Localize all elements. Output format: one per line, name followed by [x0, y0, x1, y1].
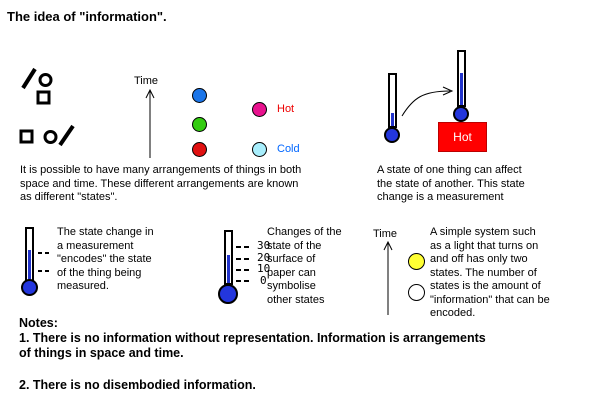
- note-2: 2. There is no disembodied information.: [19, 378, 256, 392]
- time-axis-arrow-icon: [145, 88, 155, 158]
- thermometer-hot: [449, 50, 469, 122]
- hot-state-label: Hot: [277, 103, 295, 115]
- hot-state-dot: [252, 102, 267, 117]
- paper-caption: Changes of the state of the surface of p…: [267, 226, 342, 306]
- scale-label-30: 30: [257, 239, 271, 252]
- state-dot-green: [192, 117, 207, 132]
- time-axis-label: Time: [134, 75, 159, 87]
- arrangement-shapes: [19, 67, 75, 147]
- thermometer-bulb: [384, 127, 400, 143]
- encode-caption: The state change in a measurement "encod…: [57, 226, 154, 292]
- note-1: 1. There is no information without repre…: [19, 331, 486, 360]
- two-states-caption: A simple system such as a light that tur…: [430, 226, 550, 319]
- thermometer-scale: [210, 230, 240, 310]
- cold-state-dot: [252, 142, 267, 157]
- scale-tick: [236, 269, 249, 271]
- scale-tick: [236, 258, 249, 260]
- thermometer-encode: [17, 227, 39, 307]
- square-icon: [19, 129, 34, 144]
- states-caption: It is possible to have many arrangements…: [20, 164, 302, 203]
- state-dot-blue: [192, 88, 207, 103]
- thermometer-cold: [380, 73, 400, 145]
- notes-heading: Notes:: [19, 316, 58, 330]
- slash-icon: [58, 124, 75, 147]
- measurement-caption: A state of one thing can affect the stat…: [377, 164, 525, 203]
- page-title: The idea of "information".: [7, 9, 167, 24]
- hot-object-box: Hot: [438, 122, 487, 152]
- scale-label-20: 20: [257, 251, 271, 264]
- time-axis-label: Time: [373, 228, 398, 240]
- thermometer-bulb: [21, 279, 38, 296]
- curved-arrow-icon: [401, 86, 454, 117]
- scale-tick: [236, 280, 249, 282]
- light-on-dot: [408, 253, 425, 270]
- square-icon: [36, 90, 51, 105]
- hot-object-label: Hot: [453, 130, 472, 144]
- tick-marks: [38, 252, 49, 254]
- cold-state-label: Cold: [277, 143, 300, 155]
- tick-marks: [38, 270, 49, 272]
- circle-icon: [38, 73, 53, 87]
- thermometer-bulb: [453, 106, 469, 122]
- scale-label-10: 10: [257, 262, 271, 275]
- thermometer-bulb: [218, 284, 238, 304]
- circle-icon: [43, 130, 58, 144]
- state-dot-red: [192, 142, 207, 157]
- scale-tick: [236, 246, 249, 248]
- scale-label-0: 0: [260, 274, 267, 287]
- light-off-dot: [408, 284, 425, 301]
- slash-icon: [21, 67, 37, 90]
- time-axis-arrow-icon: [383, 240, 393, 315]
